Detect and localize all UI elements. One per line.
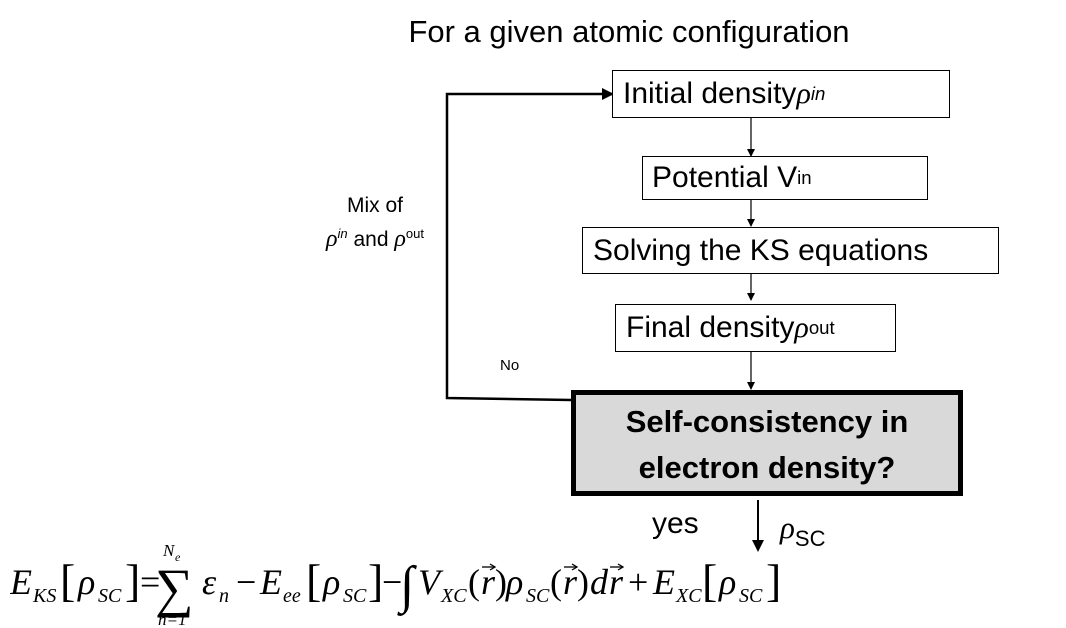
eq-sc-sub: SC — [526, 585, 550, 607]
eq-epsilon: ε — [202, 562, 217, 602]
eq-r: r — [609, 562, 624, 602]
eq-paren: ) — [495, 562, 507, 602]
rho-symbol: ρ — [394, 226, 406, 252]
mix-of-text: Mix of — [346, 194, 403, 217]
eq-paren: ( — [550, 562, 562, 602]
eq-minus: − — [236, 562, 256, 602]
no-label: No — [500, 357, 520, 374]
yes-label: yes — [652, 507, 699, 540]
eq-bracket: [ — [60, 555, 75, 606]
out-superscript: out — [405, 226, 424, 241]
diagram-title: For a given atomic configuration — [408, 14, 850, 49]
rho-symbol: ρ — [794, 311, 809, 344]
eq-e: E — [652, 562, 675, 602]
eq-ee-sub: ee — [283, 585, 301, 607]
out-superscript: out — [808, 317, 835, 338]
solving-ks-box: Solving the KS equations — [582, 227, 999, 274]
in-superscript: in — [337, 226, 348, 241]
in-superscript: in — [810, 83, 826, 104]
eq-bracket: [ — [702, 555, 717, 606]
eq-xc-sub: XC — [440, 585, 467, 607]
self-consistency-decision-box: Self-consistency in electron density? — [571, 390, 963, 496]
eq-integral: ∫ — [397, 557, 417, 616]
eq-rho: ρ — [505, 562, 523, 602]
decision-line-1: Self-consistency in — [625, 404, 909, 439]
and-text: and — [347, 228, 395, 251]
rho-symbol: ρ — [796, 77, 811, 110]
initial-density-label: Initial density — [623, 77, 797, 110]
mix-label: Mix of ρin and ρout — [300, 192, 450, 254]
eq-r: r — [481, 562, 496, 602]
eq-minus: − — [382, 562, 402, 602]
potential-label: Potential V — [652, 161, 798, 194]
eq-bracket: ] — [766, 555, 781, 606]
eq-sum-top: N — [162, 541, 176, 560]
rho-sc-label: ρSC — [780, 510, 825, 551]
eq-d: d — [590, 562, 609, 602]
eq-e: E — [259, 562, 282, 602]
eq-plus: + — [628, 562, 648, 602]
eq-rho: ρ — [322, 562, 340, 602]
eq-bracket: ] — [125, 555, 140, 606]
eq-sum-sign: ∑ — [155, 558, 194, 618]
eq-paren: ( — [468, 562, 480, 602]
eq-n-sub: n — [219, 585, 229, 607]
eq-xc-sub: XC — [675, 585, 702, 607]
eq-sc-sub: SC — [343, 585, 367, 607]
ks-energy-equation: E KS [ ρ SC ] = N e ∑ n=1 ε n − E ee [ ρ… — [10, 541, 781, 628]
mix-rho-line: ρin and ρout — [300, 220, 450, 254]
eq-sum-top-sub: e — [175, 550, 181, 564]
eq-v: V — [418, 562, 444, 602]
eq-sc-sub: SC — [98, 585, 122, 607]
rho-symbol: ρ — [325, 226, 338, 252]
in-superscript: in — [797, 167, 812, 188]
eq-rho: ρ — [77, 562, 95, 602]
eq-sc-sub: SC — [739, 585, 763, 607]
sc-subscript: SC — [794, 526, 826, 551]
eq-bracket: ] — [368, 555, 383, 606]
solving-ks-label: Solving the KS equations — [593, 233, 929, 267]
rho-symbol: ρ — [780, 510, 795, 545]
eq-equals: = — [140, 562, 160, 602]
eq-paren: ) — [577, 562, 589, 602]
eq-e: E — [10, 562, 32, 602]
final-density-label: Final density — [626, 311, 795, 344]
eq-sum-bottom: n=1 — [158, 610, 186, 628]
eq-r: r — [563, 562, 578, 602]
eq-rho: ρ — [718, 562, 736, 602]
feedback-loop-arrow — [445, 88, 614, 402]
eq-ks-sub: KS — [32, 585, 56, 607]
eq-bracket: [ — [306, 555, 321, 606]
decision-line-2: electron density? — [638, 450, 896, 485]
